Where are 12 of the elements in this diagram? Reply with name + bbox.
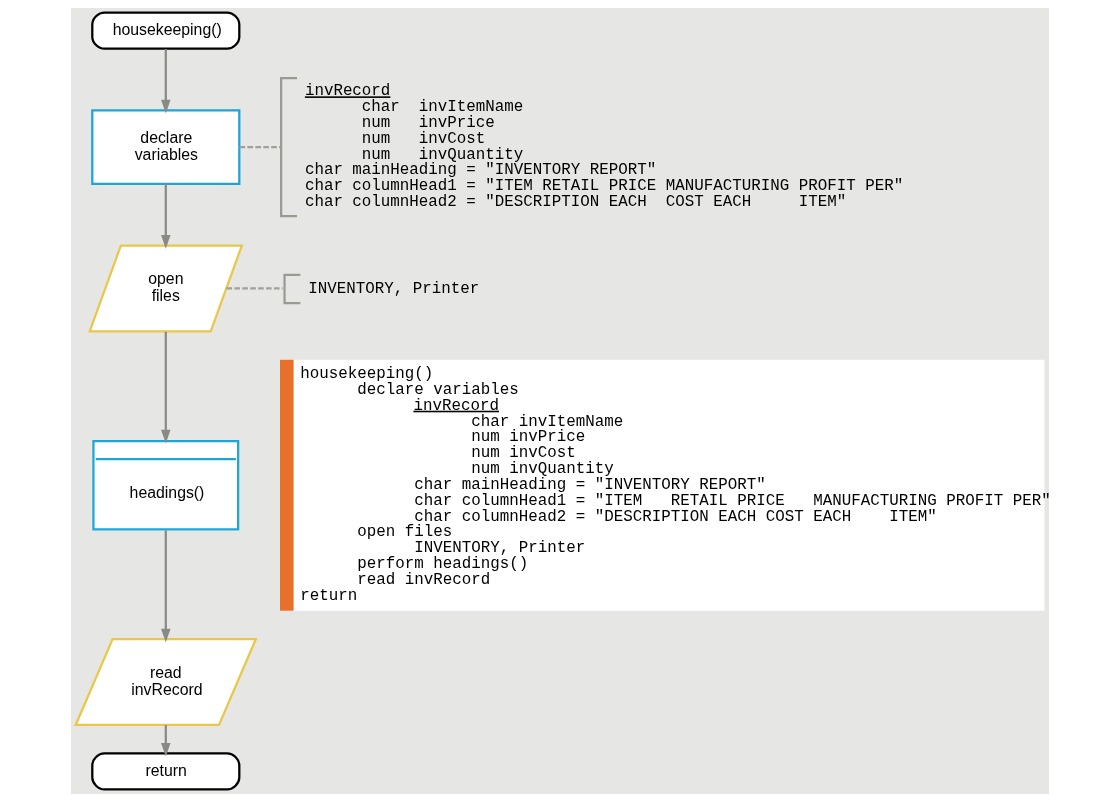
arrow xyxy=(160,530,171,643)
node-box: housekeeping() xyxy=(90,11,240,50)
node-box: return xyxy=(90,752,240,791)
arrow xyxy=(160,331,171,444)
node-text: INVENTORY, Printer xyxy=(307,280,479,299)
node-text: invRecord char invItemName num invPrice num invCost num invQuantity char mainHeading = "INVENTORY REPORT" char columnHead1 = "ITEM RETAIL PRICE MANUFACTURING PROFIT PER" char columnHead2 = "DESCRIPTION EACH COST EACH ITEM" xyxy=(304,82,903,212)
arrow xyxy=(160,725,171,757)
connector xyxy=(239,146,280,149)
node-box: declare variables xyxy=(90,109,240,185)
arrow xyxy=(160,184,171,249)
connector xyxy=(225,287,283,290)
arrow xyxy=(160,49,171,114)
